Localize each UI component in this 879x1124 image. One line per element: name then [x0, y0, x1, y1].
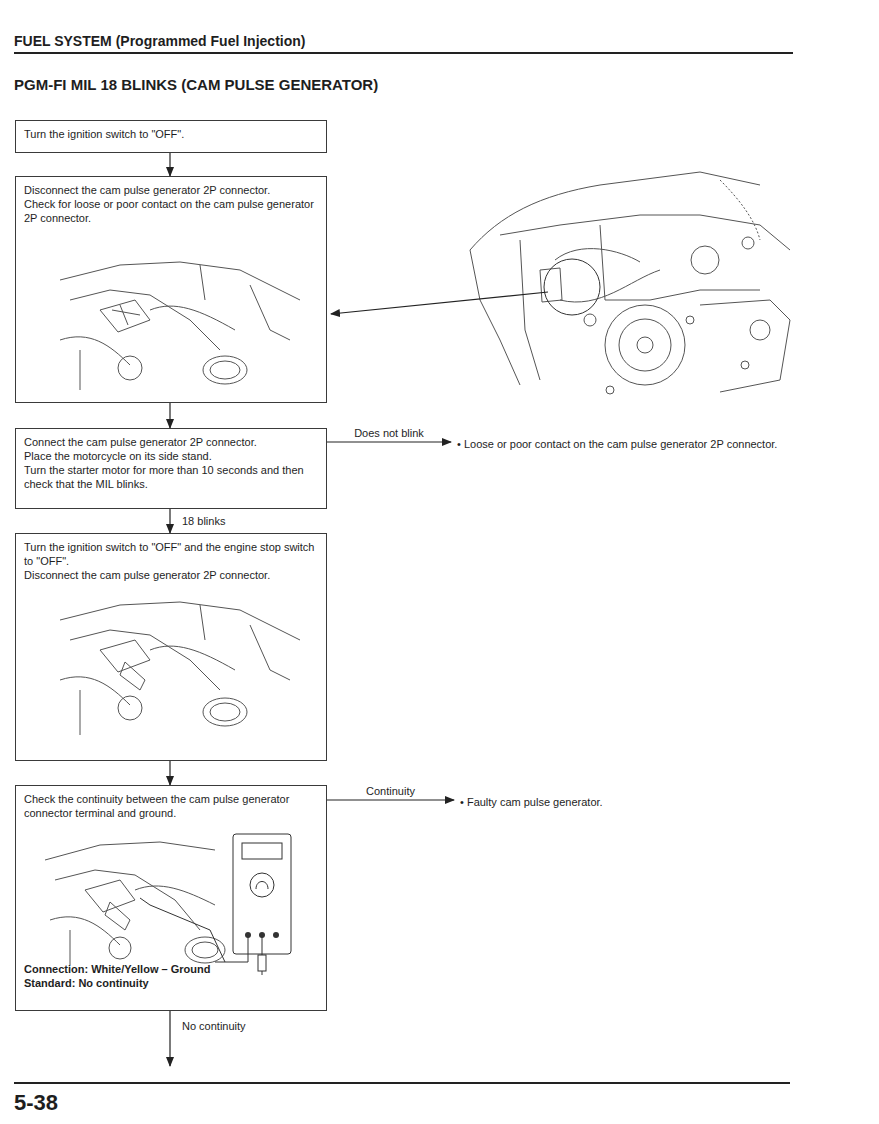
node-text: Disconnect the cam pulse generator 2P co… — [24, 568, 318, 582]
flow-arrow — [327, 441, 451, 442]
flow-arrow — [169, 403, 170, 428]
connector-sketch — [60, 262, 300, 390]
node-text: Check the continuity between the cam pul… — [24, 792, 318, 820]
edge-label: 18 blinks — [180, 515, 227, 528]
engine-illustration — [470, 172, 790, 394]
process-box: Turn the ignition switch to "OFF". — [15, 120, 327, 153]
node-text: • Faulty cam pulse generator. — [460, 795, 756, 809]
flow-arrow — [327, 799, 454, 800]
exit-arrow — [169, 1011, 170, 1066]
process-box: Turn the ignition switch to "OFF" and th… — [15, 533, 327, 761]
connector-sketch — [60, 602, 300, 735]
node-text: Check for loose or poor contact on the c… — [24, 197, 318, 225]
node-text: Standard: No continuity — [24, 976, 318, 990]
connector-sketch — [45, 842, 225, 965]
page-title: PGM-FI MIL 18 BLINKS (CAM PULSE GENERATO… — [14, 76, 378, 94]
flow-arrow — [169, 761, 170, 785]
node-text: Turn the starter motor for more than 10 … — [24, 463, 318, 491]
node-text: Place the motorcycle on its side stand. — [24, 449, 318, 463]
footer-rule — [14, 1082, 790, 1084]
node-text: • Loose or poor contact on the cam pulse… — [457, 437, 793, 451]
process-box: Check the continuity between the cam pul… — [15, 785, 327, 1011]
edge-label: Does not blink — [352, 427, 426, 440]
header-rule — [14, 52, 793, 54]
process-box: Connect the cam pulse generator 2P conne… — [15, 428, 327, 509]
node-text: Connect the cam pulse generator 2P conne… — [24, 435, 318, 449]
section-header: FUEL SYSTEM (Programmed Fuel Injection) — [14, 32, 305, 50]
flow-label: No continuity — [182, 1019, 246, 1033]
result-note: • Faulty cam pulse generator. — [458, 795, 758, 811]
node-text: Turn the ignition switch to "OFF" and th… — [24, 540, 318, 568]
flow-arrow — [169, 153, 170, 176]
result-note: • Loose or poor contact on the cam pulse… — [455, 437, 795, 467]
leader-arrow — [331, 292, 548, 314]
node-text: Connection: White/Yellow – Ground — [24, 962, 318, 976]
multimeter — [140, 834, 291, 975]
edge-label: Continuity — [364, 785, 417, 798]
node-text: Disconnect the cam pulse generator 2P co… — [24, 183, 318, 197]
node-text: Turn the ignition switch to "OFF". — [24, 127, 318, 141]
page-number: 5-38 — [14, 1089, 58, 1117]
flow-arrow — [169, 509, 170, 533]
process-box: Disconnect the cam pulse generator 2P co… — [15, 176, 327, 403]
